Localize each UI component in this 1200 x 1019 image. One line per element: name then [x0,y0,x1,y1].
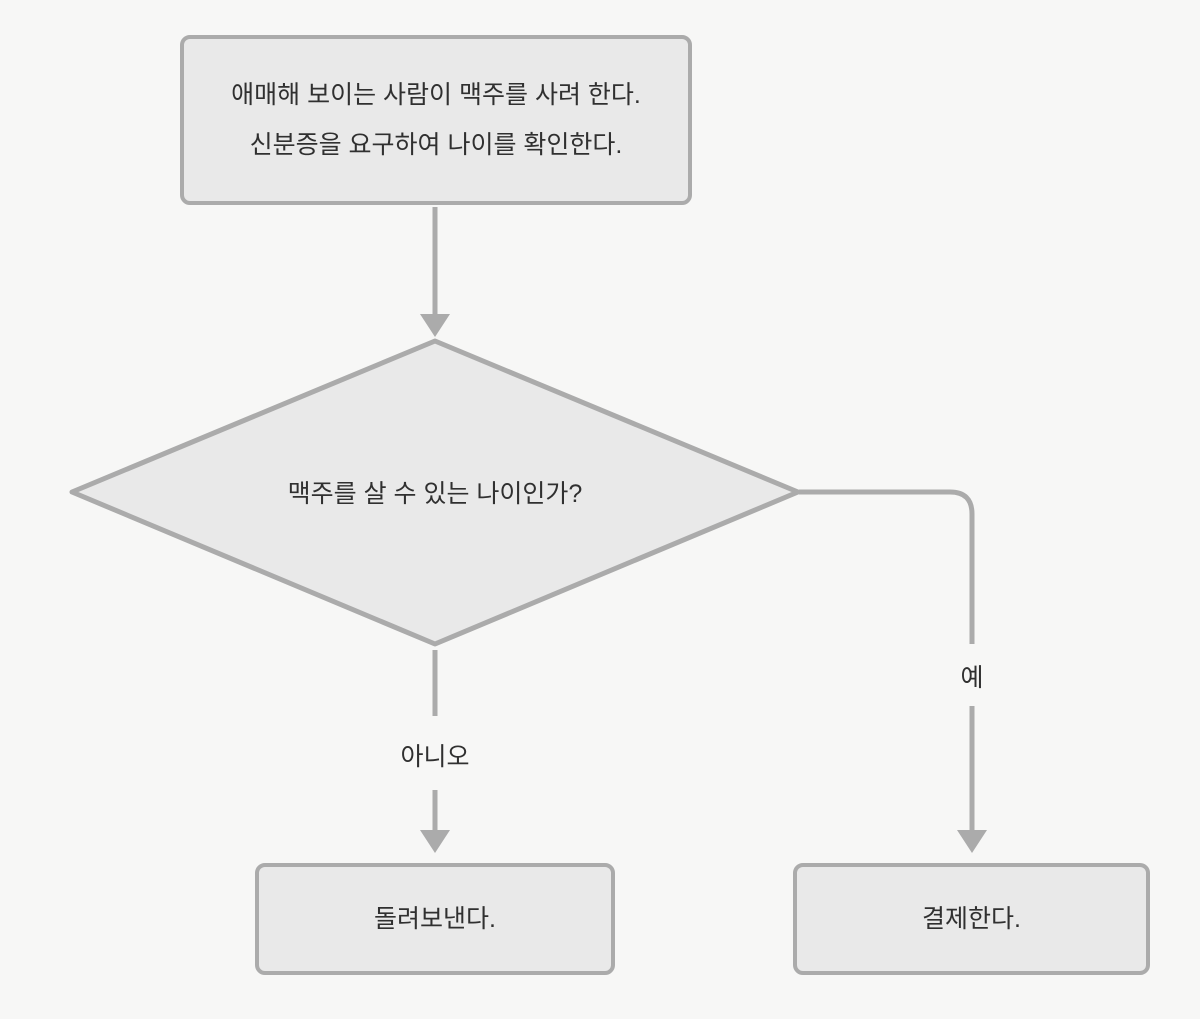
reject-node: 돌려보낸다. [255,863,615,975]
arrowhead-yes-branch [957,830,987,853]
reject-node-label: 돌려보낸다. [374,905,496,933]
pay-node: 결제한다. [793,863,1150,975]
start-node-label: 애매해 보이는 사람이 맥주를 사려 한다. 신분증을 요구하여 나이를 확인한… [231,81,641,159]
arrowhead-no-branch [420,830,450,853]
no-edge-label: 아니오 [400,743,470,771]
decision-diamond-shape [69,338,801,647]
pay-node-label: 결제한다. [922,905,1021,933]
start-node: 애매해 보이는 사람이 맥주를 사려 한다. 신분증을 요구하여 나이를 확인한… [180,35,692,205]
edge-yes-branch-upper [799,489,975,644]
decision-node-label: 맥주를 살 수 있는 나이인가? [287,480,583,508]
yes-edge-label: 예 [960,664,984,692]
arrowhead-start-to-decision [420,314,450,337]
decision-node: 맥주를 살 수 있는 나이인가? [135,400,735,584]
